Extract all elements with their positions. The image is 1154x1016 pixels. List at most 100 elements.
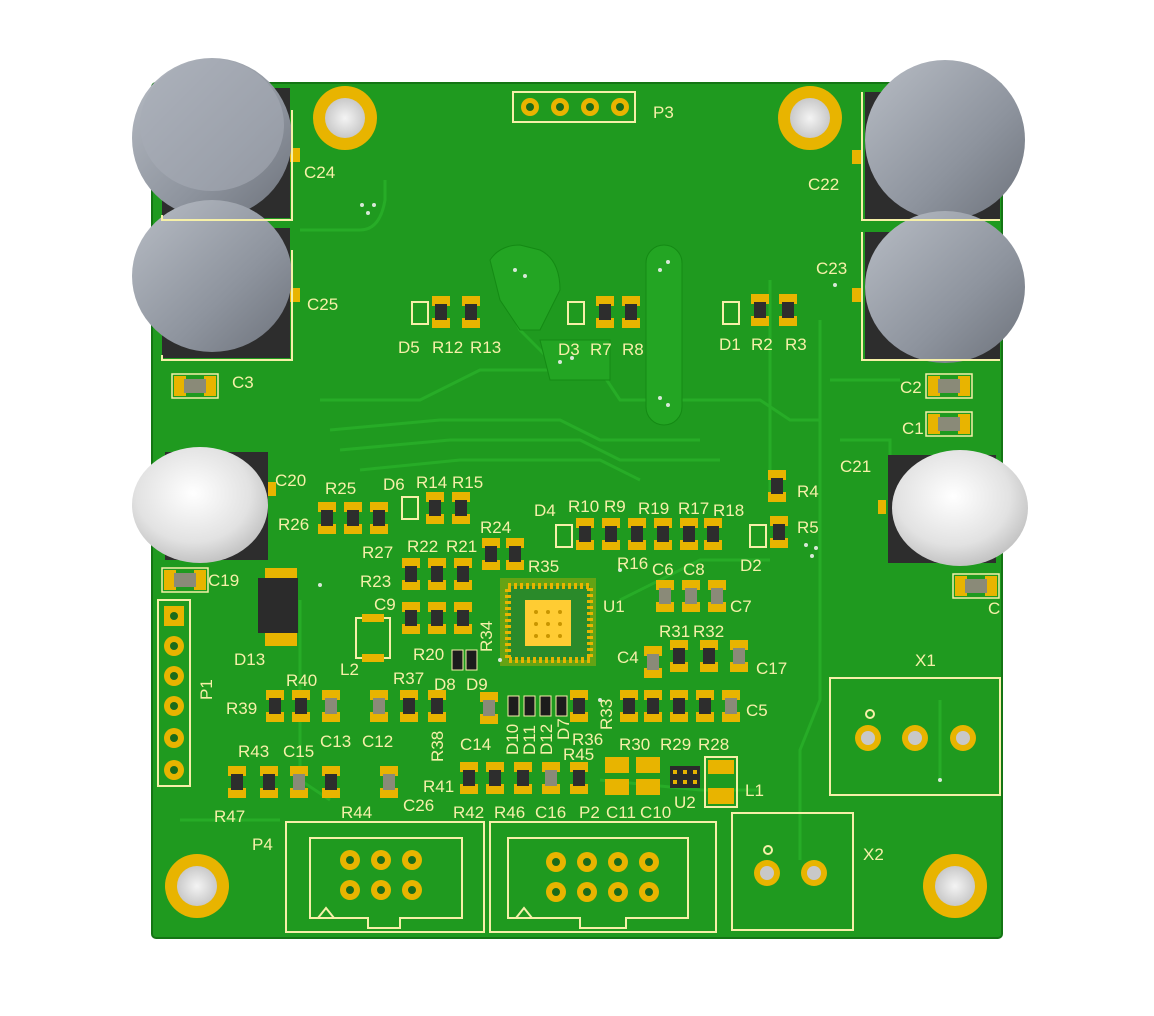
- smd-part: [696, 690, 714, 722]
- smd-part: [292, 690, 310, 722]
- label-c24: C24: [304, 163, 335, 182]
- label-c1: C1: [902, 419, 924, 438]
- header-p3: [512, 91, 636, 123]
- smd-part-horizontal: [925, 411, 973, 437]
- label-r3: R3: [785, 335, 807, 354]
- capacitor-c22: [852, 60, 1025, 220]
- smd-part: [644, 690, 662, 722]
- smd-part: [402, 558, 420, 590]
- label-c23: C23: [816, 259, 847, 278]
- capacitor-c21: [878, 450, 1028, 566]
- label-c5: C5: [746, 701, 768, 720]
- vias: [318, 203, 942, 782]
- smd-part: [402, 602, 420, 634]
- label-c10: C10: [640, 803, 671, 822]
- label-r39: R39: [226, 699, 257, 718]
- smd-part: [620, 690, 638, 722]
- label-r23: R23: [360, 572, 391, 591]
- smd-part: [322, 690, 340, 722]
- smd-part: [322, 766, 340, 798]
- silkscreen-labels: C24 C25 C3 C22 C23 C2 C1 C21 C20 C19 C P…: [197, 103, 1000, 864]
- capacitor-c25: [132, 200, 300, 358]
- label-d3: D3: [558, 340, 580, 359]
- label-c12: C12: [362, 732, 393, 751]
- smd-part: [644, 646, 662, 678]
- smd-part: [514, 762, 532, 794]
- smd-part: [400, 690, 418, 722]
- capacitor-c24: [132, 58, 300, 218]
- smd-part: [751, 294, 769, 326]
- smd-part: [768, 470, 786, 502]
- label-l2: L2: [340, 660, 359, 679]
- label-c9: C9: [374, 595, 396, 614]
- label-d5: D5: [398, 338, 420, 357]
- smd-part: [344, 502, 362, 534]
- led-outlines: [401, 301, 767, 548]
- smd-part: [670, 690, 688, 722]
- label-r8: R8: [622, 340, 644, 359]
- label-r9: R9: [604, 497, 626, 516]
- smd-diode: [539, 695, 552, 717]
- label-c8: C8: [683, 560, 705, 579]
- smd-part: [486, 762, 504, 794]
- terminal-x2: [731, 812, 854, 931]
- smd-diode: [555, 695, 568, 717]
- label-c4: C4: [617, 648, 639, 667]
- label-r12: R12: [432, 338, 463, 357]
- label-r22: R22: [407, 537, 438, 556]
- inductor-l2: [355, 614, 391, 662]
- label-r10: R10: [568, 497, 599, 516]
- label-d8: D8: [434, 675, 456, 694]
- smd-part: [290, 766, 308, 798]
- smd-part: [576, 518, 594, 550]
- copper-pour-shapes: [489, 244, 683, 426]
- smd-part: [428, 602, 446, 634]
- label-r26: R26: [278, 515, 309, 534]
- label-c26: C26: [403, 796, 434, 815]
- smd-part: [506, 538, 524, 570]
- smd-part: [656, 580, 674, 612]
- smd-part: [482, 538, 500, 570]
- label-r43: R43: [238, 742, 269, 761]
- label-p3: P3: [653, 103, 674, 122]
- label-r2: R2: [751, 335, 773, 354]
- label-r27: R27: [362, 543, 393, 562]
- mounting-hole-tl: [313, 86, 377, 150]
- smd-part-horizontal: [925, 373, 973, 399]
- label-d11: D11: [520, 725, 539, 755]
- label-c16: C16: [535, 803, 566, 822]
- label-r38: R38: [428, 731, 447, 762]
- label-r35: R35: [528, 557, 559, 576]
- label-c11: C11: [606, 803, 636, 822]
- smd-part: [460, 762, 478, 794]
- mounting-hole-br: [923, 854, 987, 918]
- label-r46: R46: [494, 803, 525, 822]
- label-c3: C3: [232, 373, 254, 392]
- smd-part: [704, 518, 722, 550]
- smd-part: [596, 296, 614, 328]
- smd-part-horizontal: [952, 573, 1000, 599]
- smd-diode: [523, 695, 536, 717]
- label-r33: R33: [597, 699, 616, 730]
- label-r25: R25: [325, 479, 356, 498]
- box-header-p4: [285, 821, 485, 933]
- smd-part: [260, 766, 278, 798]
- label-r40: R40: [286, 671, 317, 690]
- label-c19: C19: [208, 571, 239, 590]
- label-r17: R17: [678, 499, 709, 518]
- smd-part: [428, 558, 446, 590]
- label-c7: C7: [730, 597, 752, 616]
- label-c15: C15: [283, 742, 314, 761]
- smd-cap-large: [636, 757, 660, 795]
- label-r30: R30: [619, 735, 650, 754]
- label-c22: C22: [808, 175, 839, 194]
- label-d6: D6: [383, 475, 405, 494]
- smd-part: [480, 692, 498, 724]
- label-c21: C21: [840, 457, 871, 476]
- label-c6: C6: [652, 560, 674, 579]
- capacitor-c23: [852, 211, 1025, 363]
- label-r16: R16: [617, 554, 648, 573]
- label-d2: D2: [740, 556, 762, 575]
- label-r28: R28: [698, 735, 729, 754]
- label-r45: R45: [563, 745, 594, 764]
